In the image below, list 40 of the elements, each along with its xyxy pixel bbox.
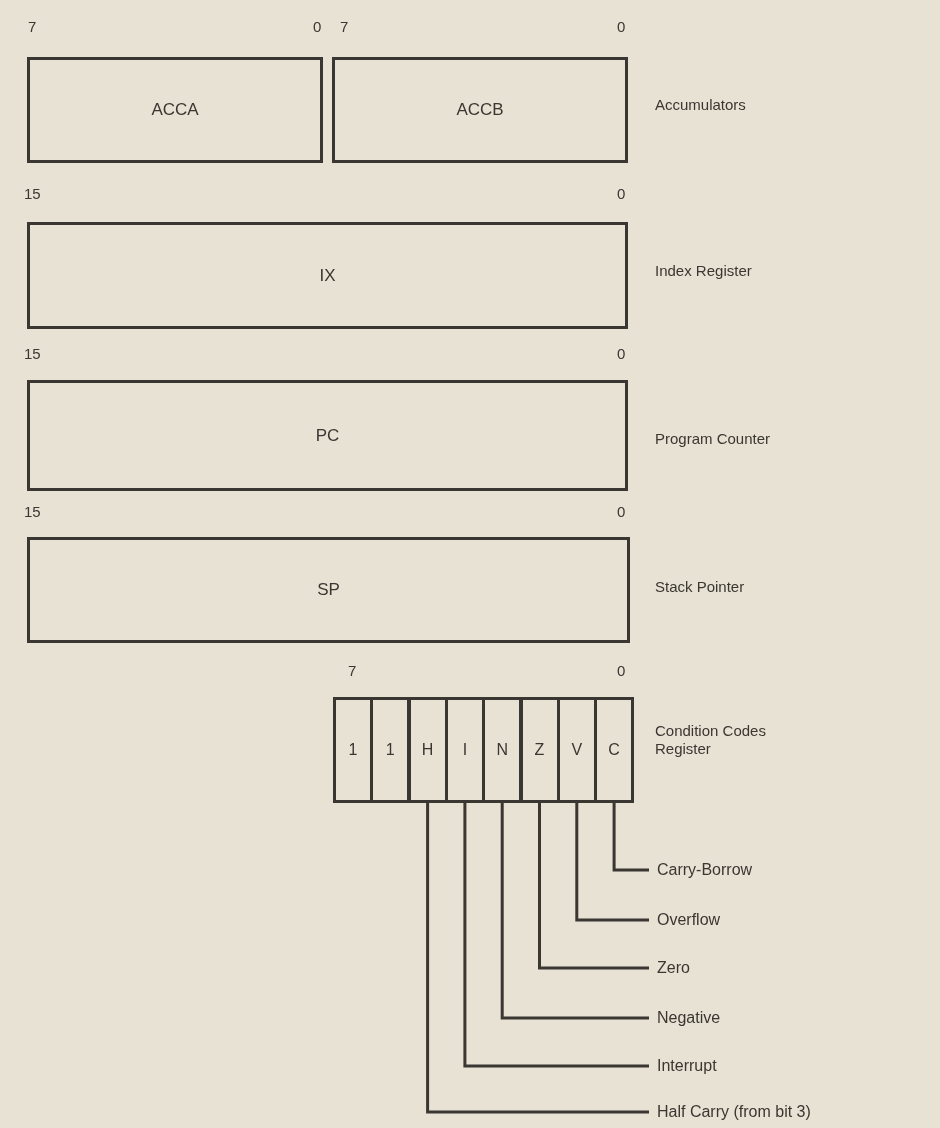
register-name: Accumulators bbox=[655, 96, 746, 114]
leader-line bbox=[463, 803, 649, 1068]
bit-number: 7 bbox=[348, 662, 357, 680]
register-name: Index Register bbox=[655, 262, 752, 280]
bit-number: 15 bbox=[24, 185, 41, 203]
flag-label: Overflow bbox=[657, 908, 917, 932]
bit-cell: Z bbox=[519, 697, 560, 803]
leader-line bbox=[538, 803, 649, 970]
leader-line bbox=[500, 803, 649, 1020]
register-box: ACCB bbox=[332, 57, 628, 163]
bit-cell: N bbox=[482, 697, 523, 803]
register-box: PC bbox=[27, 380, 628, 491]
register-box: SP bbox=[27, 537, 630, 643]
register-name: Program Counter bbox=[655, 430, 771, 448]
leader-line bbox=[426, 803, 649, 1114]
flag-label: Negative bbox=[657, 1006, 917, 1030]
bit-number: 0 bbox=[617, 662, 626, 680]
register-name: Stack Pointer bbox=[655, 578, 745, 596]
bit-number: 0 bbox=[313, 18, 322, 36]
bit-number: 15 bbox=[24, 503, 41, 521]
bit-number: 0 bbox=[617, 18, 626, 36]
flag-label: Zero bbox=[657, 956, 917, 980]
flag-label: Interrupt bbox=[657, 1054, 917, 1078]
bit-number: 7 bbox=[340, 18, 349, 36]
flag-label: Half Carry (from bit 3) bbox=[657, 1100, 917, 1124]
bit-cell: H bbox=[407, 697, 448, 803]
bit-cell: 1 bbox=[370, 697, 411, 803]
register-box: IX bbox=[27, 222, 628, 329]
bit-cell: C bbox=[594, 697, 635, 803]
flag-label: Carry-Borrow bbox=[657, 858, 917, 882]
leader-line bbox=[612, 803, 649, 872]
register-box: ACCA bbox=[27, 57, 323, 163]
bit-number: 0 bbox=[617, 345, 626, 363]
bit-number: 7 bbox=[28, 18, 37, 36]
bit-number: 0 bbox=[617, 185, 626, 203]
leader-line bbox=[575, 803, 649, 922]
bit-number: 15 bbox=[24, 345, 41, 363]
register-name: Condition Codes Register bbox=[655, 722, 767, 758]
bit-cell: 1 bbox=[333, 697, 373, 803]
bit-number: 0 bbox=[617, 503, 626, 521]
